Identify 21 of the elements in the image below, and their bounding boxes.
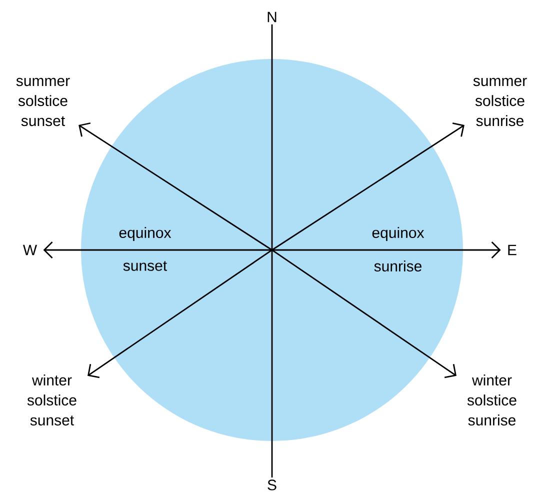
label: sunrise — [374, 260, 422, 272]
direction-label: winter solstice sunrise — [467, 374, 516, 426]
label: equinox — [372, 227, 424, 241]
direction-label: winter solstice sunset — [27, 374, 76, 426]
label: sunset — [123, 261, 167, 271]
arrow — [88, 249, 272, 378]
direction-label: summer solstice sunrise — [473, 78, 527, 126]
label: equinox — [119, 227, 172, 241]
arrow — [272, 122, 464, 251]
direction-label: S — [268, 480, 276, 490]
direction-label: N — [268, 12, 276, 22]
sky-disk — [81, 59, 463, 441]
arrow — [43, 242, 272, 258]
direction-label: W — [22, 244, 38, 256]
axis-line — [271, 24, 273, 250]
arrow — [272, 242, 501, 258]
arrow — [78, 122, 272, 251]
direction-label: summer solstice sunset — [16, 78, 70, 126]
arrow — [272, 249, 456, 378]
axis-line — [271, 250, 273, 478]
direction-label: E — [508, 244, 516, 256]
